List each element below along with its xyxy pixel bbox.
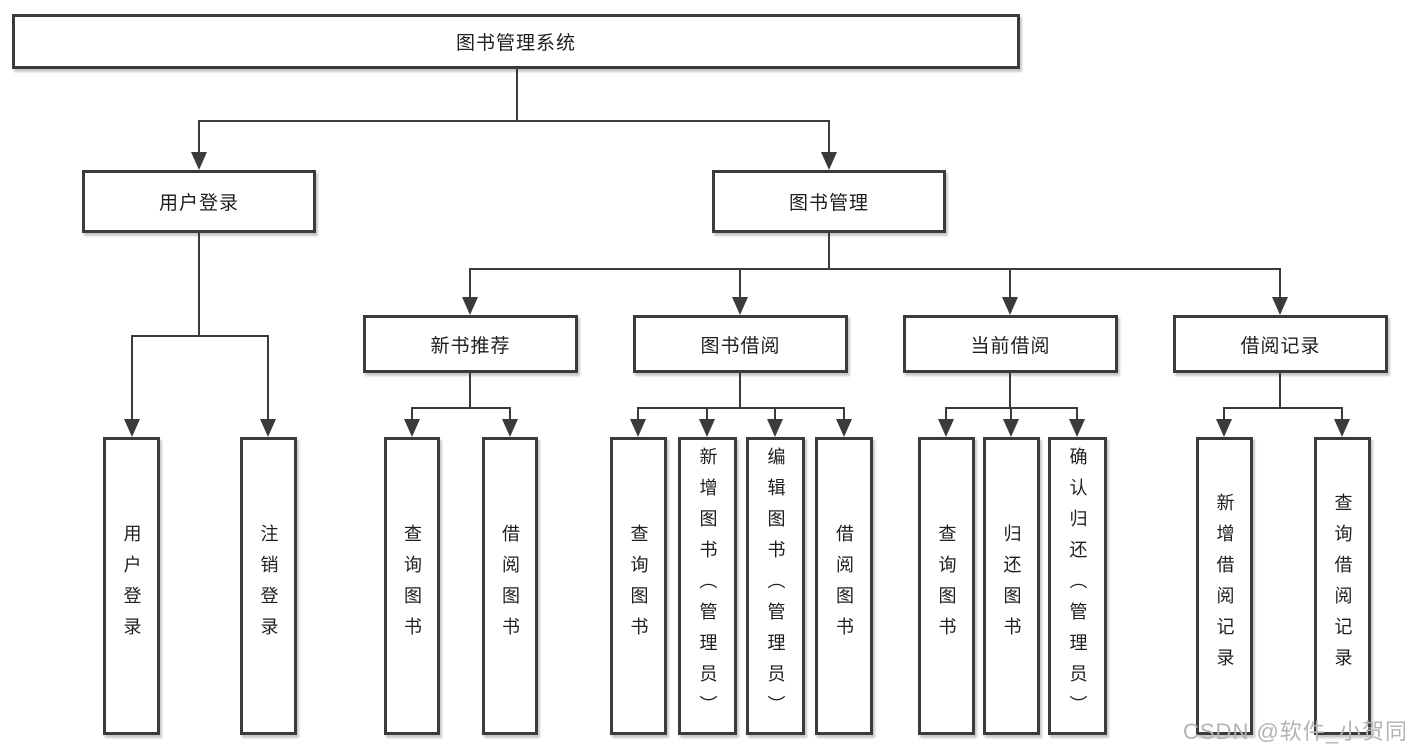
connector-new-book-branch <box>411 407 511 409</box>
leaf-query-books-2-label: 查询图书 <box>628 524 649 648</box>
arrow-down-icon <box>1272 297 1288 315</box>
node-borrow-records: 借阅记录 <box>1173 315 1388 373</box>
arrow-down-icon <box>1002 297 1018 315</box>
leaf-query-books-1-label: 查询图书 <box>402 524 422 648</box>
node-current-borrow-label: 当前借阅 <box>970 335 1051 357</box>
arrow-down-icon <box>404 419 420 437</box>
connector-leaf-stem <box>1223 407 1225 419</box>
connector-to-leaf-user-login <box>131 335 133 419</box>
connector-book-borrow-branch <box>637 407 845 409</box>
arrow-down-icon <box>1216 419 1232 437</box>
arrow-down-icon <box>124 419 140 437</box>
node-root-label: 图书管理系统 <box>455 33 576 54</box>
leaf-user-login: 用户登录 <box>103 437 160 735</box>
connector-leaf-stem <box>843 407 845 419</box>
connector-to-borrow-records <box>1279 268 1281 297</box>
leaf-edit-books-admin: 编辑图书（管理员） <box>746 437 805 735</box>
connector-to-book-borrow <box>739 268 741 297</box>
connector-leaf-stem <box>706 407 708 419</box>
arrow-down-icon <box>462 297 478 315</box>
connector-user-login-stem <box>198 232 200 335</box>
leaf-return-books: 归还图书 <box>983 437 1040 735</box>
connector-root-stem <box>516 68 518 120</box>
connector-book-borrow-stem <box>739 373 741 407</box>
arrow-down-icon <box>1334 419 1350 437</box>
node-new-book-recommend-label: 新书推荐 <box>430 335 511 357</box>
arrow-down-icon <box>502 419 518 437</box>
leaf-user-login-label: 用户登录 <box>121 524 142 648</box>
connector-book-management-branch <box>469 268 1281 270</box>
node-user-login-label: 用户登录 <box>158 193 239 214</box>
leaf-logout: 注销登录 <box>240 437 297 735</box>
connector-leaf-stem <box>1341 407 1343 419</box>
arrow-down-icon <box>732 297 748 315</box>
node-root: 图书管理系统 <box>12 14 1020 69</box>
connector-leaf-stem <box>509 407 511 419</box>
connector-current-borrow-stem <box>1009 373 1011 407</box>
arrow-down-icon <box>821 152 837 170</box>
leaf-edit-books-admin-label: 编辑图书（管理员） <box>765 446 786 726</box>
node-new-book-recommend: 新书推荐 <box>363 315 578 373</box>
node-user-login: 用户登录 <box>82 170 316 233</box>
leaf-add-borrow-record: 新增借阅记录 <box>1196 437 1253 735</box>
node-borrow-records-label: 借阅记录 <box>1240 335 1321 357</box>
connector-to-user-login <box>198 120 200 152</box>
leaf-logout-label: 注销登录 <box>258 524 279 648</box>
arrow-down-icon <box>938 419 954 437</box>
leaf-borrow-books-2: 借阅图书 <box>815 437 873 735</box>
connector-book-management-stem <box>828 232 830 268</box>
connector-to-new-book-recommend <box>469 268 471 297</box>
node-book-management-label: 图书管理 <box>788 193 869 214</box>
connector-to-leaf-logout <box>267 335 269 419</box>
node-book-borrow-label: 图书借阅 <box>700 335 781 357</box>
leaf-add-borrow-record-label: 新增借阅记录 <box>1214 493 1235 679</box>
leaf-query-borrow-record-label: 查询借阅记录 <box>1332 493 1353 679</box>
connector-leaf-stem <box>1010 407 1012 419</box>
leaf-add-books-admin: 新增图书（管理员） <box>678 437 737 735</box>
connector-user-login-branch <box>131 335 269 337</box>
connector-leaf-stem <box>411 407 413 419</box>
arrow-down-icon <box>191 152 207 170</box>
leaf-confirm-return-admin-label: 确认归还（管理员） <box>1067 446 1088 726</box>
node-book-management: 图书管理 <box>712 170 946 233</box>
leaf-borrow-books-2-label: 借阅图书 <box>834 524 854 648</box>
csdn-watermark: CSDN @软件_小贺同学 <box>1183 719 1405 744</box>
node-book-borrow: 图书借阅 <box>633 315 848 373</box>
arrow-down-icon <box>1069 419 1085 437</box>
connector-borrow-records-stem <box>1279 373 1281 407</box>
connector-borrow-records-branch <box>1223 407 1343 409</box>
leaf-add-books-admin-label: 新增图书（管理员） <box>697 446 718 726</box>
leaf-query-borrow-record: 查询借阅记录 <box>1314 437 1371 735</box>
leaf-query-books-3: 查询图书 <box>918 437 975 735</box>
arrow-down-icon <box>767 419 783 437</box>
connector-leaf-stem <box>774 407 776 419</box>
leaf-borrow-books-1-label: 借阅图书 <box>500 524 520 648</box>
connector-leaf-stem <box>1076 407 1078 419</box>
connector-root-branch <box>198 120 830 122</box>
leaf-query-books-3-label: 查询图书 <box>936 524 957 648</box>
leaf-borrow-books-1: 借阅图书 <box>482 437 538 735</box>
leaf-query-books-2: 查询图书 <box>610 437 667 735</box>
node-current-borrow: 当前借阅 <box>903 315 1118 373</box>
arrow-down-icon <box>836 419 852 437</box>
connector-to-book-management <box>828 120 830 152</box>
arrow-down-icon <box>699 419 715 437</box>
leaf-confirm-return-admin: 确认归还（管理员） <box>1048 437 1107 735</box>
connector-new-book-stem <box>469 373 471 407</box>
arrow-down-icon <box>1003 419 1019 437</box>
connector-leaf-stem <box>637 407 639 419</box>
connector-to-current-borrow <box>1009 268 1011 297</box>
connector-leaf-stem <box>945 407 947 419</box>
arrow-down-icon <box>260 419 276 437</box>
leaf-return-books-label: 归还图书 <box>1001 524 1022 648</box>
arrow-down-icon <box>630 419 646 437</box>
leaf-query-books-1: 查询图书 <box>384 437 440 735</box>
